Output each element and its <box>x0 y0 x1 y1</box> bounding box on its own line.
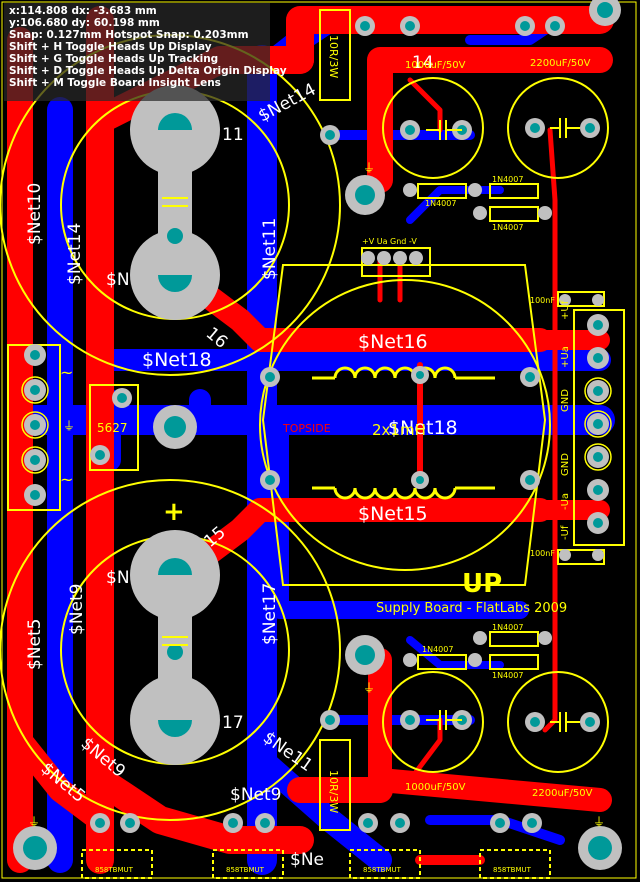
net-label-partial-n-bottom: $N <box>106 568 130 588</box>
logo: UP <box>462 569 502 599</box>
silkscreen-text: 10R/3W 10R/3W 1000uF/50V 2200uF/50V 1000… <box>28 35 605 874</box>
net-label-net5-vertical: $Net5 <box>25 619 45 670</box>
hud-shortcut-display: Shift + H Toggle Heads Up Display <box>9 41 212 53</box>
header-label: +V Ua Gnd -V <box>362 237 417 246</box>
diode-label-6: 1N4007 <box>492 671 523 680</box>
component-pads <box>13 0 622 870</box>
hud-coord-x: x:114.808 dx: -3.683 mm <box>9 5 157 17</box>
diode-label-2: 1N4007 <box>492 175 523 184</box>
plus-mark: + <box>163 497 185 527</box>
hud-shortcut-delta: Shift + D Toggle Heads Up Delta Origin D… <box>9 65 287 77</box>
cap-2200uf-bottom-label: 2200uF/50V <box>532 788 593 799</box>
resistor-top-label: 10R/3W <box>327 35 340 78</box>
bridge-label-1: 858TBMUT <box>95 866 134 874</box>
ic-label: 5627 <box>97 421 128 435</box>
bridge-label-4: 858TBMUT <box>493 866 532 874</box>
net-label-net11-vertical: $Net11 <box>260 218 280 280</box>
tilde-symbol-2: ~ <box>60 470 73 489</box>
heads-up-display: x:114.808 dx: -3.683 mm y:106.680 dy: 60… <box>4 3 287 101</box>
resistor-bottom-label: 10R/3W <box>327 770 340 813</box>
net-label-net18-center: $Net18 <box>388 417 458 439</box>
net-label-net9-vertical: $Net9 <box>67 584 87 635</box>
net-label-net16: $Net16 <box>358 331 428 353</box>
cap-1000uf-bottom-label: 1000uF/50V <box>405 782 466 793</box>
cap-2200uf-top-label: 2200uF/50V <box>530 58 591 69</box>
net-label-net17-vertical: $Net17 <box>260 583 280 645</box>
ground-symbol-left: ⏚ <box>63 419 75 433</box>
small-cap-bottom-label: 100nF <box>530 549 555 558</box>
hud-snap: Snap: 0.127mm Hotspot Snap: 0.203mm <box>9 29 249 41</box>
net-label-net10: $Net10 <box>25 183 45 245</box>
layer-label: TOPSIDE <box>282 422 331 435</box>
diode-label-3: 1N4007 <box>492 223 523 232</box>
net-label-partial-ne: $Ne <box>290 850 324 870</box>
connector-label-ua-pos: +Ua <box>560 346 571 368</box>
inductor-value: 2x1mH <box>372 421 426 439</box>
connector-label-gnd-1: GND <box>560 389 571 412</box>
bridge-label-3: 858TBMUT <box>363 866 402 874</box>
large-capacitor-pads <box>130 85 220 765</box>
cap-1000uf-top-label: 1000uF/50V <box>405 60 466 71</box>
inductor-coils <box>312 366 495 500</box>
connector-label-ua-neg: -Ua <box>560 493 571 510</box>
diode-label-5: 1N4007 <box>492 623 523 632</box>
hud-coord-y: y:106.680 dy: 60.198 mm <box>9 17 160 29</box>
net-label-net9-bottom: $Net9 <box>230 785 281 805</box>
net-label-net11-fragment: 11 <box>222 125 244 145</box>
bridge-label-2: 858TBMUT <box>226 866 265 874</box>
net-label-net18: $Net18 <box>142 349 212 371</box>
net-label-net15: $Net15 <box>358 503 428 525</box>
net-label-partial-n-top: $N <box>106 270 130 290</box>
connector-label-gnd-2: GND <box>560 453 571 476</box>
small-cap-top-label: 100nF <box>530 296 555 305</box>
net-label-net17-fragment: 17 <box>222 713 244 733</box>
hud-shortcut-tracking: Shift + G Toggle Heads Up Tracking <box>9 53 219 65</box>
tilde-symbol-1: ~ <box>60 363 73 382</box>
board-title: Supply Board - FlatLabs 2009 <box>376 601 567 616</box>
ground-symbol-bottom: ⏚ <box>363 681 375 695</box>
ground-symbol-corner-left: ⏚ <box>28 815 40 829</box>
diode-label-1: 1N4007 <box>425 199 456 208</box>
net-label-net14-fragment: 14 <box>412 53 434 73</box>
diode-label-4: 1N4007 <box>422 645 453 654</box>
ground-symbol-top: ⏚ <box>363 161 375 175</box>
connector-label-uf-neg: -Uf <box>560 525 571 540</box>
net-label-net14-left: $Net14 <box>65 223 85 285</box>
connector-label-uf-pos: +Uf <box>560 300 571 320</box>
ground-symbol-corner-right: ⏚ <box>593 815 605 829</box>
hud-shortcut-lens: Shift + M Toggle Board Insight Lens <box>9 77 221 89</box>
